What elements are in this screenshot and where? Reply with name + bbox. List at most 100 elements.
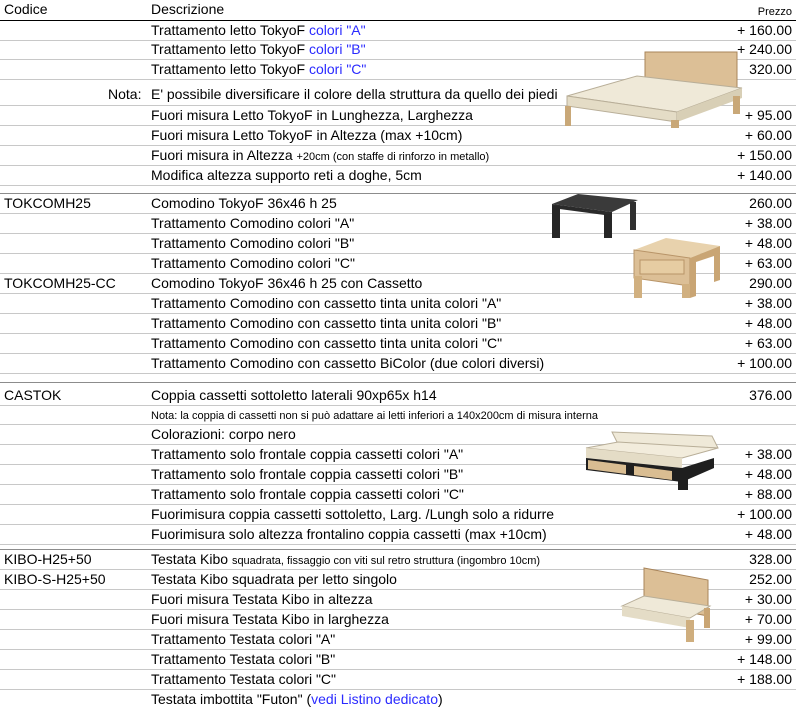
table-row: Trattamento Comodino colori "B" + 48.00 [0,234,796,254]
row-description: Modifica altezza supporto reti a doghe, … [151,167,422,183]
row-description: Trattamento Comodino colori "C" [151,255,355,271]
row-price: + 63.00 [744,335,792,351]
table-row: Trattamento Comodino colori "C" + 63.00 [0,254,796,274]
row-price: 260.00 [749,195,792,211]
table-row: Fuorimisura solo altezza frontalino copp… [0,525,796,545]
note-text: E' possibile diversificare il colore del… [151,86,558,102]
header-code: Codice [4,1,48,17]
row-price: 328.00 [749,551,792,567]
row-description: Trattamento Comodino con cassetto tinta … [151,315,502,331]
row-price: + 88.00 [744,486,792,502]
row-price: + 95.00 [744,107,792,123]
row-description: Trattamento Comodino con cassetto tinta … [151,295,502,311]
row-description: Trattamento Testata colori "C" [151,671,337,687]
row-price: + 38.00 [744,295,792,311]
table-row: Trattamento solo frontale coppia cassett… [0,485,796,505]
row-description: Fuori misura in Altezza +20cm (con staff… [151,147,490,163]
row-price: + 100.00 [737,355,792,371]
table-row: Trattamento Testata colori "A" + 99.00 [0,630,796,650]
row-description: Comodino TokyoF 36x46 h 25 [151,195,337,211]
row-price: + 70.00 [744,611,792,627]
table-row: TOKCOMH25 Comodino TokyoF 36x46 h 25 260… [0,193,796,214]
table-row: Trattamento letto TokyoF colori "C" 320.… [0,60,796,80]
row-price: + 100.00 [737,506,792,522]
table-row: Trattamento solo frontale coppia cassett… [0,465,796,485]
row-description: Trattamento Comodino con cassetto tinta … [151,335,503,351]
row-price: + 150.00 [737,147,792,163]
table-row: Trattamento Comodino con cassetto tinta … [0,294,796,314]
row-description: Fuori misura Letto TokyoF in Altezza (ma… [151,127,463,143]
row-price: + 38.00 [744,446,792,462]
row-code: TOKCOMH25-CC [4,275,116,291]
row-description: Fuori misura Testata Kibo in larghezza [151,611,389,627]
table-row: Fuori misura Letto TokyoF in Lunghezza, … [0,106,796,126]
row-description: Testata Kibo squadrata, fissaggio con vi… [151,551,541,567]
nightstand-black-image [552,194,638,238]
table-row: Trattamento solo frontale coppia cassett… [0,445,796,465]
table-row: Fuori misura in Altezza +20cm (con staff… [0,146,796,166]
row-price: 290.00 [749,275,792,291]
row-price: + 48.00 [744,235,792,251]
table-row: TOKCOMH25-CC Comodino TokyoF 36x46 h 25 … [0,274,796,294]
row-description: Trattamento Comodino con cassetto BiColo… [151,355,545,371]
table-row: Testata imbottita "Futon" (vedi Listino … [0,690,796,709]
table-row: KIBO-S-H25+50 Testata Kibo squadrata per… [0,570,796,590]
table-row: Trattamento Testata colori "C" + 188.00 [0,670,796,690]
note-label: Nota: [108,86,142,102]
headboard-kibo-image [620,567,712,642]
row-description: Fuori misura Testata Kibo in altezza [151,591,373,607]
row-description: Trattamento solo frontale coppia cassett… [151,486,464,502]
note-row: Nota: E' possibile diversificare il colo… [0,83,796,106]
underbed-drawers-image [585,431,719,490]
row-price: + 140.00 [737,167,792,183]
row-price: + 48.00 [744,526,792,542]
row-description: Comodino TokyoF 36x46 h 25 con Cassetto [151,275,423,291]
header-price: Prezzo [757,6,792,18]
note-text: Nota: la coppia di cassetti non si può a… [151,410,598,422]
table-row: Trattamento Comodino con cassetto tinta … [0,334,796,354]
row-code: TOKCOMH25 [4,195,91,211]
row-price: + 188.00 [737,671,792,687]
table-row: Colorazioni: corpo nero [0,425,796,445]
row-description: Testata imbottita "Futon" (vedi Listino … [151,691,443,707]
row-price: + 99.00 [744,631,792,647]
table-row: Fuori misura Testata Kibo in altezza + 3… [0,590,796,610]
row-price: 320.00 [749,61,792,77]
row-price: + 160.00 [737,22,792,38]
row-description: Colorazioni: corpo nero [151,426,296,442]
row-price: 252.00 [749,571,792,587]
row-code: KIBO-S-H25+50 [4,571,106,587]
header-description: Descrizione [151,1,225,17]
row-description: Trattamento solo frontale coppia cassett… [151,446,464,462]
table-row: CASTOK Coppia cassetti sottoletto latera… [0,382,796,406]
row-description: Coppia cassetti sottoletto laterali 90xp… [151,387,437,403]
row-description: Fuorimisura solo altezza frontalino copp… [151,526,547,542]
listino-link[interactable]: vedi Listino dedicato [311,691,438,707]
bed-tokyo-image [565,51,743,128]
note-row: Nota: la coppia di cassetti non si può a… [0,405,796,425]
table-row: Trattamento Comodino con cassetto tinta … [0,314,796,334]
table-row: Trattamento Testata colori "B" + 148.00 [0,650,796,670]
row-description: Trattamento letto TokyoF colori "C" [151,61,367,77]
row-description: Testata Kibo squadrata per letto singolo [151,571,397,587]
row-price: + 48.00 [744,315,792,331]
table-row: Trattamento letto TokyoF colori "B" + 24… [0,40,796,60]
table-row: Trattamento Comodino colori "A" + 38.00 [0,214,796,234]
row-description: Trattamento Testata colori "A" [151,631,336,647]
table-row: Fuori misura Letto TokyoF in Altezza (ma… [0,126,796,146]
row-description: Trattamento Comodino colori "A" [151,215,355,231]
table-row: Fuorimisura coppia cassetti sottoletto, … [0,505,796,525]
row-price: + 38.00 [744,215,792,231]
row-price: + 63.00 [744,255,792,271]
nightstand-drawer-image [633,238,720,298]
row-code: KIBO-H25+50 [4,551,92,567]
row-price: + 240.00 [737,41,792,57]
table-row: KIBO-H25+50 Testata Kibo squadrata, fiss… [0,549,796,570]
row-price: + 148.00 [737,651,792,667]
row-description: Fuorimisura coppia cassetti sottoletto, … [151,506,555,522]
row-description: Trattamento solo frontale coppia cassett… [151,466,464,482]
row-description: Trattamento letto TokyoF colori "B" [151,41,366,57]
row-code: CASTOK [4,387,62,403]
row-description: Fuori misura Letto TokyoF in Lunghezza, … [151,107,473,123]
table-row: Trattamento letto TokyoF colori "A" + 16… [0,20,796,41]
